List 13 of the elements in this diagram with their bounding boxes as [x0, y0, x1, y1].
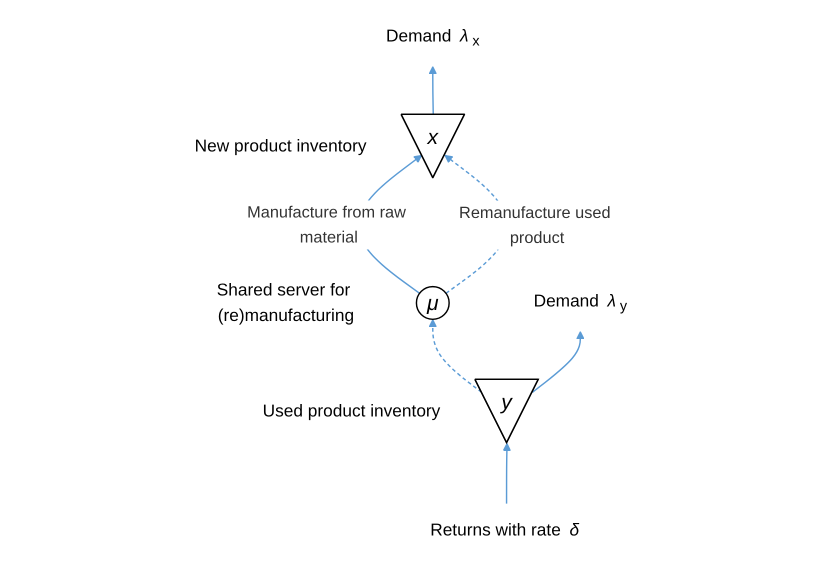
node-label: Shared server for (re)manufacturing: [216, 280, 354, 326]
node-text: Returns with rate δ: [430, 520, 580, 540]
arrow: [428, 318, 482, 393]
node-circle: μ: [416, 286, 450, 320]
edge-label: Remanufacture used product: [459, 204, 611, 246]
arrow: [532, 330, 585, 393]
edge-label: Manufacture from raw material: [247, 203, 406, 246]
node-text: Demand λ$_{y}$: [534, 290, 628, 315]
node-label: Used product inventory: [262, 400, 440, 420]
arrow: [428, 66, 437, 115]
node-label: New product inventory: [194, 136, 367, 156]
node-text: Demand λ$_{x}$: [386, 26, 480, 50]
arrow: [502, 442, 512, 504]
